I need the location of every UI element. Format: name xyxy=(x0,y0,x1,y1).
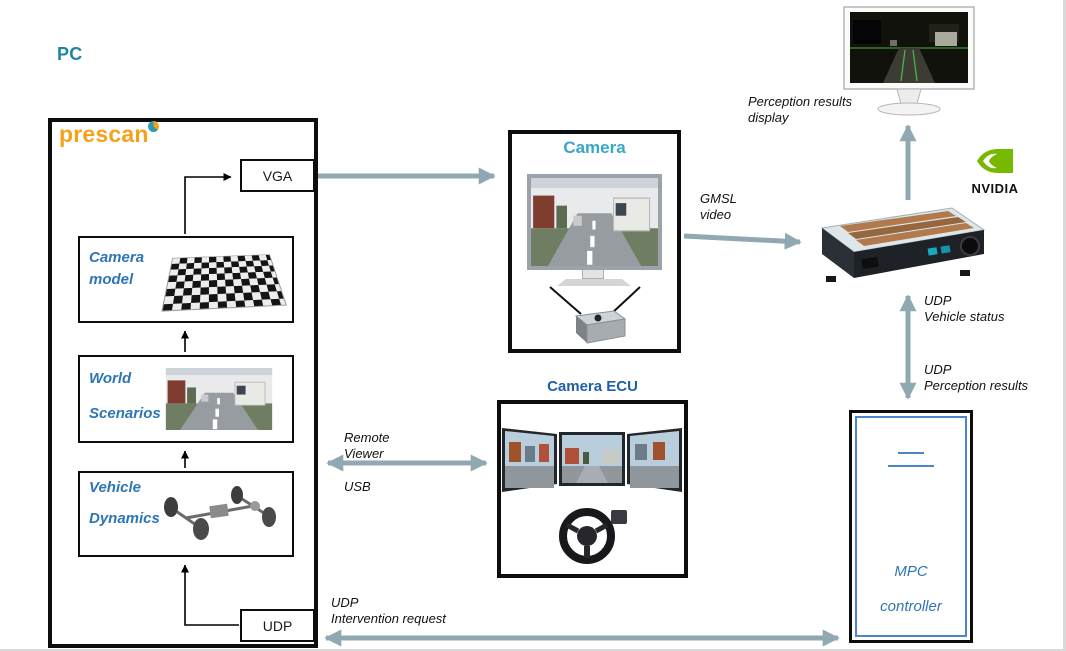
steering-wheel-image xyxy=(559,508,627,564)
camera-model-label: Camera model xyxy=(89,248,144,289)
world-scenarios-label-line1: World xyxy=(89,370,132,387)
perception-display-monitor xyxy=(843,6,975,116)
camera-box: Camera xyxy=(508,130,681,353)
vga-label: VGA xyxy=(262,167,293,184)
mpc-controller-screen: MPC controller xyxy=(855,416,967,637)
nvidia-wordmark: NVIDIA xyxy=(971,181,1019,196)
udp-perception-results-line2: Perception results xyxy=(924,378,1029,393)
prescan-icon xyxy=(147,121,159,132)
vga-box: VGA xyxy=(240,159,315,192)
driving-scene-image xyxy=(165,368,273,430)
world-scenarios-label-line2: Scenarios xyxy=(89,405,161,422)
camera-ecu-box xyxy=(497,400,688,578)
remote-viewer-label-line2: Viewer xyxy=(344,446,384,461)
camera-monitor-image xyxy=(527,174,662,270)
mpc-controller-box: MPC controller xyxy=(849,410,973,643)
triple-monitor-sim-image xyxy=(502,428,682,492)
vehicle-dynamics-box: Vehicle Dynamics xyxy=(78,471,294,557)
checkerboard-image xyxy=(161,254,287,312)
gmsl-video-label-line1: GMSL xyxy=(700,191,737,206)
remote-viewer-label-line1: Remote xyxy=(344,430,390,445)
udp-box: UDP xyxy=(240,609,315,642)
camera-model-label-line1: Camera xyxy=(89,249,145,266)
vehicle-dynamics-label-line2: Dynamics xyxy=(89,510,160,527)
udp-intervention-label: UDP Intervention request xyxy=(331,595,446,627)
camera-monitor-scene xyxy=(531,178,658,266)
nvidia-eye-icon xyxy=(977,149,1013,173)
gmsl-video-label: GMSL video xyxy=(700,191,737,223)
mpc-controller-label: MPC controller xyxy=(857,563,965,615)
mpc-screen-line xyxy=(898,452,924,454)
remote-viewer-label: Remote Viewer xyxy=(344,430,390,462)
vehicle-dynamics-label-line1: Vehicle xyxy=(89,479,141,496)
arrow-udp-to-vehicle xyxy=(181,564,239,626)
udp-perception-results-label: UDP Perception results xyxy=(924,362,1028,394)
prescan-logo: prescan xyxy=(59,121,159,148)
vehicle-chassis-image xyxy=(164,486,276,540)
arrow-cameramodel-to-vga xyxy=(184,173,232,234)
drive-px-hardware-image xyxy=(820,207,986,282)
camera-monitor-base xyxy=(557,279,631,286)
prescan-wordmark: prescan xyxy=(59,121,149,147)
camera-device-image xyxy=(549,286,641,344)
pc-label: PC xyxy=(57,44,83,64)
mpc-controller-label-line1: MPC xyxy=(894,563,928,580)
pc-box xyxy=(48,118,318,648)
arrow-camera-to-drivepx xyxy=(683,232,802,250)
udp-intervention-label-line1: UDP xyxy=(331,595,359,610)
gmsl-video-label-line2: video xyxy=(700,207,732,222)
perception-display-label-line1: Perception results xyxy=(748,94,853,109)
camera-model-box: Camera model xyxy=(78,236,294,323)
world-scenarios-label: World Scenarios xyxy=(89,369,161,423)
udp-label: UDP xyxy=(262,617,293,634)
perception-display-label-line2: display xyxy=(748,110,789,125)
usb-label: USB xyxy=(344,479,371,494)
mpc-screen-line xyxy=(888,465,934,467)
camera-ecu-title: Camera ECU xyxy=(547,378,638,395)
camera-model-label-line2: model xyxy=(89,271,134,288)
vehicle-dynamics-label: Vehicle Dynamics xyxy=(89,478,160,528)
udp-vehicle-status-label: UDP Vehicle status xyxy=(924,293,1004,325)
udp-perception-results-line1: UDP xyxy=(924,362,952,377)
world-scenarios-box: World Scenarios xyxy=(78,355,294,443)
camera-monitor-stand xyxy=(582,270,604,279)
udp-vehicle-status-line1: UDP xyxy=(924,293,952,308)
perception-display-label: Perception results display xyxy=(748,94,852,126)
mpc-controller-label-line2: controller xyxy=(880,598,942,615)
camera-title: Camera xyxy=(563,138,626,157)
udp-vehicle-status-line2: Vehicle status xyxy=(924,309,1005,324)
udp-intervention-label-line2: Intervention request xyxy=(331,611,446,626)
nvidia-logo: NVIDIA xyxy=(962,147,1028,196)
